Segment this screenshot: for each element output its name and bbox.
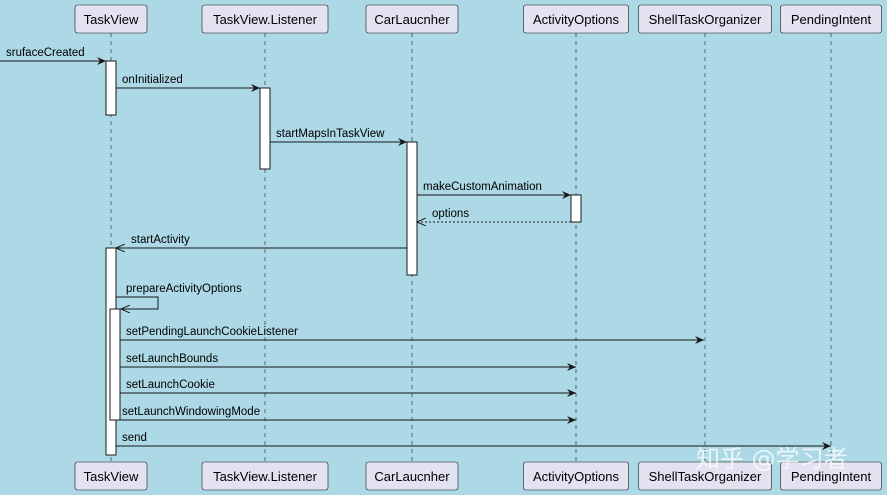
participant-bottom-activityoptions: ActivityOptions: [523, 461, 629, 491]
participant-box: [523, 4, 629, 34]
participant-label: CarLaucnher: [374, 12, 450, 27]
participant-box: [638, 461, 772, 491]
message-11: send: [116, 432, 831, 450]
message-1: onInitialized: [116, 74, 260, 92]
message-label: startActivity: [131, 234, 190, 246]
participant-label: ActivityOptions: [533, 469, 619, 484]
message-label: srufaceCreated: [6, 47, 85, 59]
participant-bottom-pendingintent: PendingIntent: [780, 461, 882, 491]
participant-box: [523, 461, 629, 491]
activation-bar-carlauncher: [406, 141, 418, 276]
participant-label: TaskView.Listener: [213, 12, 317, 27]
participant-top-taskview: TaskView: [74, 4, 148, 34]
watermark-text: 知乎 @学习者: [696, 445, 848, 473]
participant-top-shelltaskorganizer: ShellTaskOrganizer: [638, 4, 772, 34]
message-label: startMapsInTaskView: [276, 128, 385, 140]
participant-label: ActivityOptions: [533, 12, 619, 27]
participant-bottom-shelltaskorganizer: ShellTaskOrganizer: [638, 461, 772, 491]
message-label: options: [432, 208, 469, 220]
participant-bottom-carlauncher: CarLaucnher: [365, 461, 459, 491]
participant-label: PendingIntent: [791, 469, 872, 484]
message-label: makeCustomAnimation: [423, 181, 542, 193]
message-4: options: [417, 208, 571, 222]
participant-label: ShellTaskOrganizer: [649, 469, 762, 484]
activation-bar-taskview: [109, 308, 121, 421]
participant-top-listener: TaskView.Listener: [201, 4, 329, 34]
message-label: setLaunchWindowingMode: [122, 406, 260, 418]
message-label: onInitialized: [122, 74, 183, 86]
participant-box: [365, 461, 459, 491]
participant-box: [201, 4, 329, 34]
participant-box: [365, 4, 459, 34]
message-6: prepareActivityOptions: [116, 283, 242, 309]
participant-bottom-listener: TaskView.Listener: [201, 461, 329, 491]
participant-label: TaskView.Listener: [213, 469, 317, 484]
participant-label: TaskView: [84, 469, 139, 484]
message-8: setLaunchBounds: [120, 353, 576, 371]
message-5: startActivity: [116, 234, 407, 248]
participant-label: PendingIntent: [791, 12, 872, 27]
message-label: setLaunchBounds: [126, 353, 218, 365]
message-9: setLaunchCookie: [120, 379, 576, 397]
participant-box: [74, 4, 148, 34]
participant-box: [780, 4, 882, 34]
participant-label: CarLaucnher: [374, 469, 450, 484]
message-3: makeCustomAnimation: [417, 181, 571, 199]
message-label: setLaunchCookie: [126, 379, 215, 391]
participant-box: [201, 461, 329, 491]
activation-bar-taskview: [105, 60, 117, 116]
message-label: setPendingLaunchCookieListener: [126, 326, 298, 338]
message-7: setPendingLaunchCookieListener: [120, 326, 704, 344]
message-label: prepareActivityOptions: [126, 283, 242, 295]
participant-label: ShellTaskOrganizer: [649, 12, 762, 27]
message-0: srufaceCreated: [0, 47, 106, 65]
participant-top-activityoptions: ActivityOptions: [523, 4, 629, 34]
message-2: startMapsInTaskView: [270, 128, 407, 146]
participant-top-carlauncher: CarLaucnher: [365, 4, 459, 34]
participant-top-pendingintent: PendingIntent: [780, 4, 882, 34]
participant-box: [74, 461, 148, 491]
participant-box: [780, 461, 882, 491]
message-label: send: [122, 432, 147, 444]
participant-bottom-taskview: TaskView: [74, 461, 148, 491]
message-10: setLaunchWindowingMode: [116, 406, 576, 424]
activation-bar-activityoptions: [570, 194, 582, 223]
participant-box: [638, 4, 772, 34]
activation-bar-listener: [259, 87, 271, 170]
message-arrow: [116, 296, 159, 309]
participant-label: TaskView: [84, 12, 139, 27]
